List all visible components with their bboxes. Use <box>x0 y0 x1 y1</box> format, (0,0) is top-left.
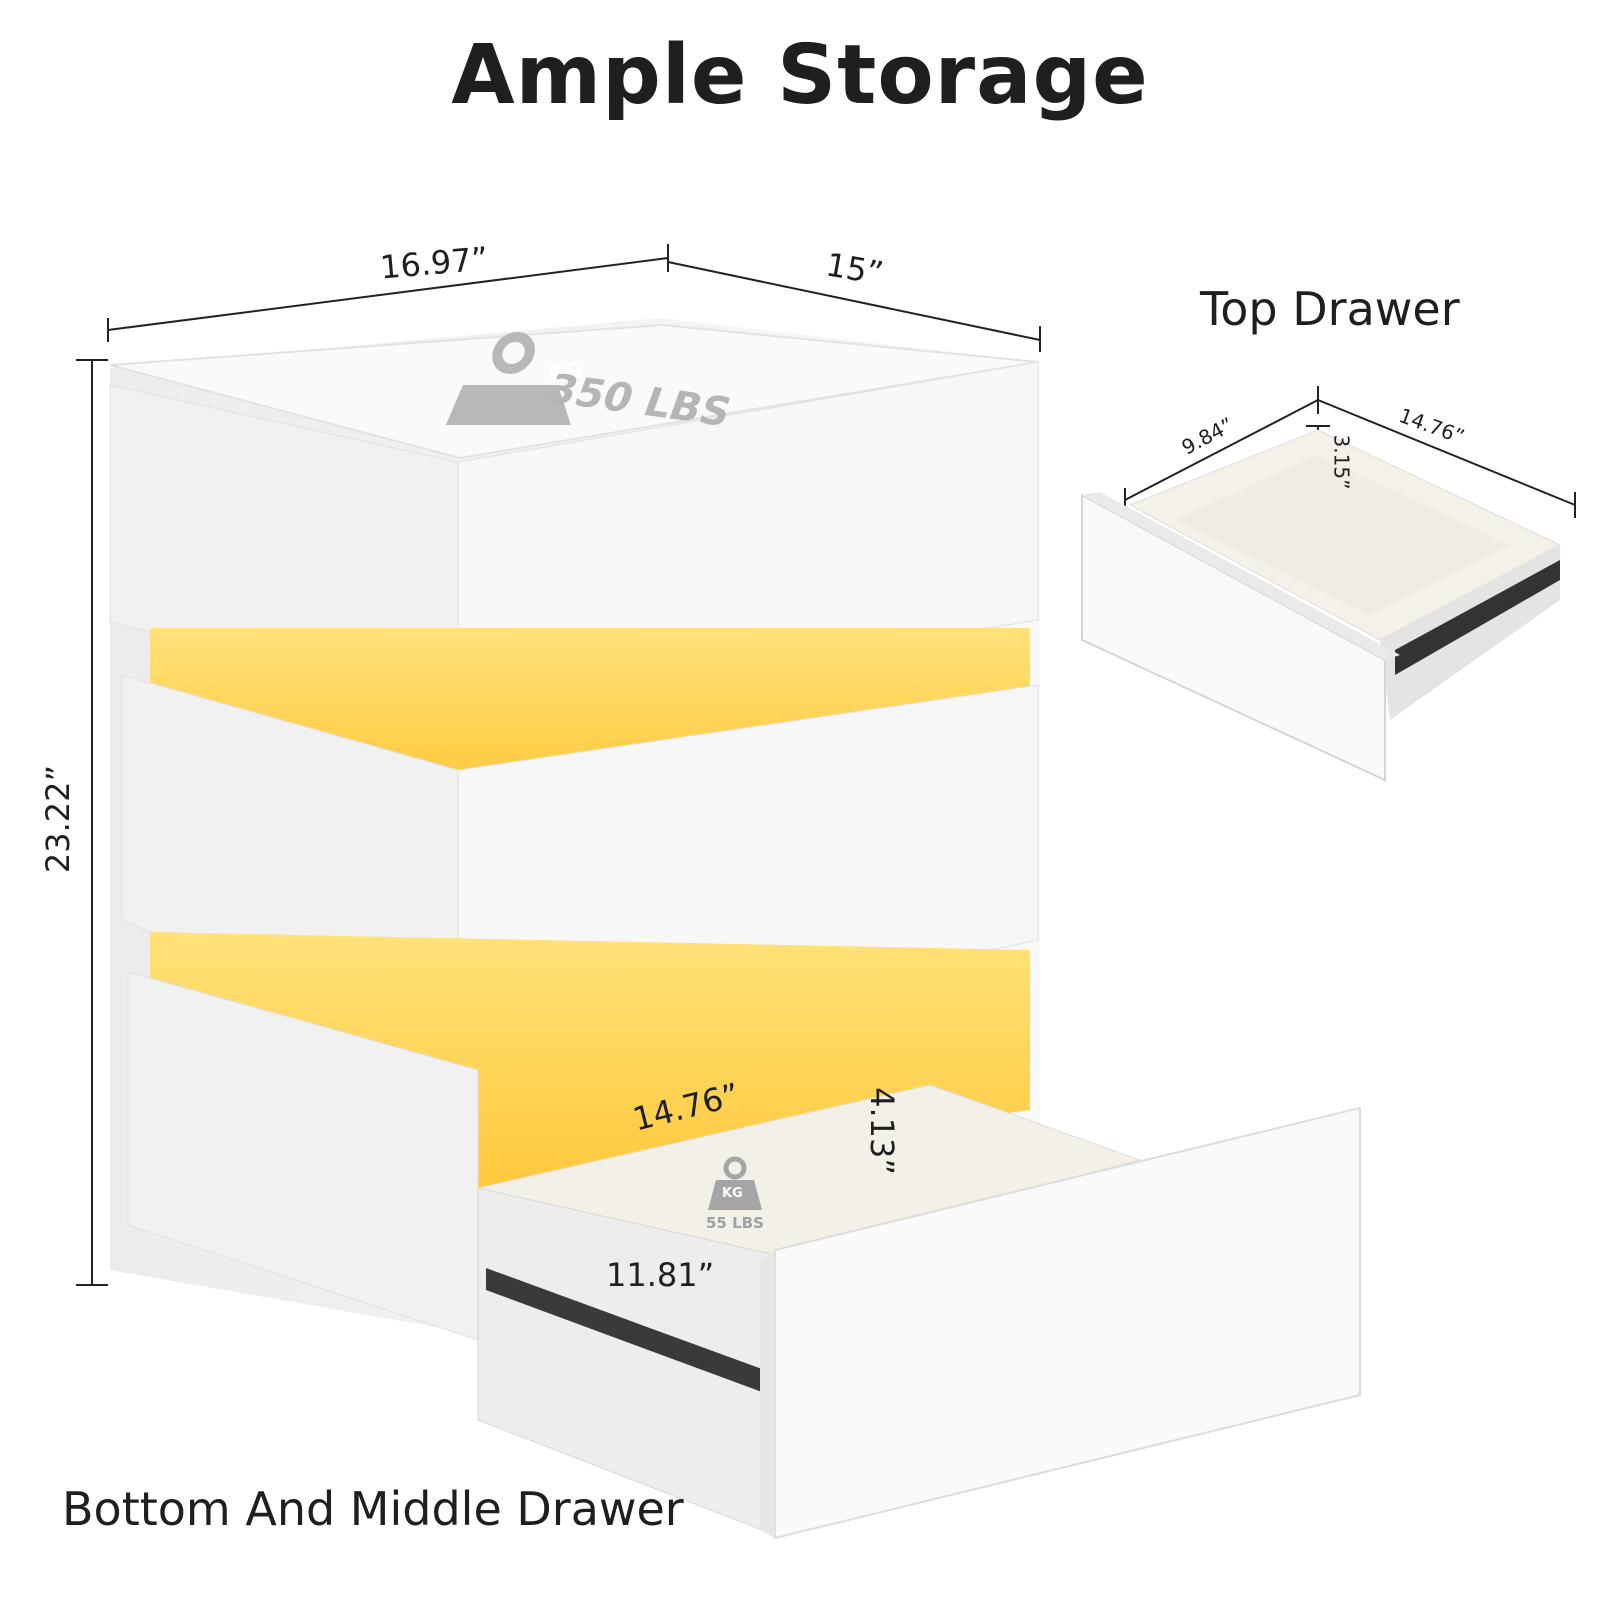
page-title: Ample Storage <box>451 28 1149 123</box>
drawer-load-unit: KG <box>722 1186 743 1201</box>
top-drawer-illustration <box>1081 429 1562 782</box>
drawer-load-rating: 55 LBS <box>706 1214 764 1232</box>
weight-icon-top <box>445 332 571 425</box>
weight-icon-drawer <box>708 1156 762 1210</box>
top-drawer-height-label: 3.15” <box>1329 434 1354 490</box>
cabinet-body <box>109 318 1361 1540</box>
drawer-width-label: 11.81” <box>606 1256 715 1294</box>
top-drawer-heading: Top Drawer <box>1200 282 1460 336</box>
overall-height-label: 23.22” <box>39 764 78 874</box>
bottom-middle-drawer-heading: Bottom And Middle Drawer <box>62 1482 684 1536</box>
drawer-height-label: 4.13” <box>862 1087 901 1175</box>
